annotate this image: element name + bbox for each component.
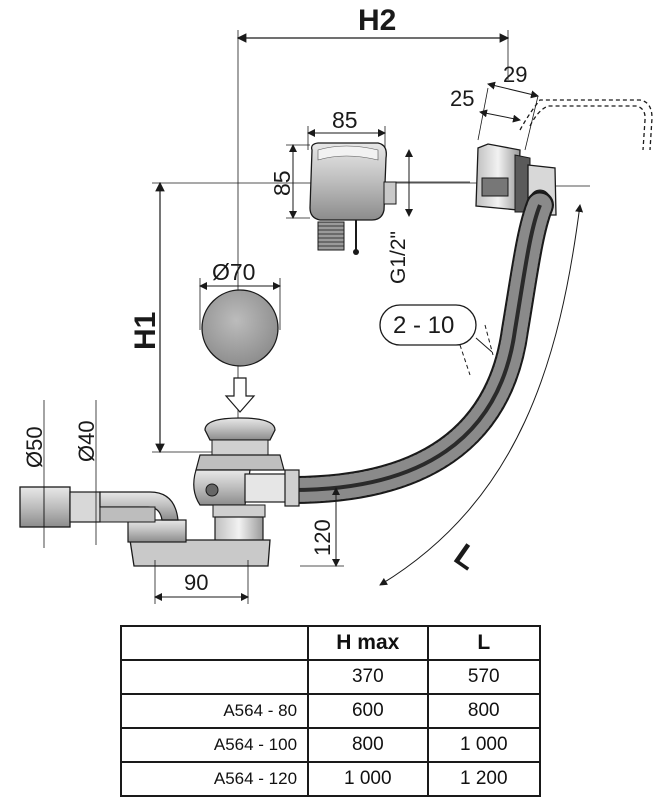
height-85-label: 85 [269, 170, 295, 196]
h2-label: H2 [358, 4, 396, 37]
table-header-l: L [426, 625, 542, 661]
clamp-range: 2 - 10 [379, 304, 494, 376]
l-label: L [448, 536, 485, 577]
table-cell-hmax: 370 [307, 659, 429, 695]
waste-fitting [127, 417, 300, 567]
table-header-hmax: H max [307, 625, 429, 661]
table-cell-model: A564 - 100 [119, 727, 310, 763]
table-row: A564 - 120 1 000 1 200 [119, 761, 542, 797]
width-85-label: 85 [332, 107, 358, 133]
table-row: 370 570 [119, 659, 542, 695]
table-row: A564 - 80 600 800 [119, 693, 542, 729]
table-cell-l: 1 000 [426, 727, 542, 763]
table-header-row: H max L [119, 625, 542, 661]
dim-29-label: 29 [503, 62, 527, 87]
thread-dimension: G1/2" [387, 149, 470, 284]
flange-dimensions: 29 25 [450, 62, 539, 151]
table-row: A564 - 100 800 1 000 [119, 727, 542, 763]
width-90-dimension: 90 [154, 560, 249, 604]
dia50-label: Ø50 [22, 426, 47, 468]
table-cell-l: 570 [426, 659, 542, 695]
plug-disc [201, 289, 279, 367]
table-cell-hmax: 1 000 [307, 761, 429, 797]
table-header-model [119, 625, 310, 661]
table-cell-l: 1 200 [426, 761, 542, 797]
table-cell-model [119, 659, 310, 695]
down-arrow [224, 377, 256, 413]
h1-label: H1 [129, 312, 162, 350]
table-cell-model: A564 - 120 [119, 761, 310, 797]
specification-table: H max L 370 570 A564 - 80 600 800 A564 -… [119, 625, 542, 797]
overflow-flange [475, 99, 653, 216]
dim-25-label: 25 [450, 86, 474, 111]
h2-dimension: H2 [236, 4, 510, 455]
dia40-label: Ø40 [74, 420, 99, 462]
table-cell-hmax: 600 [307, 693, 429, 729]
plug-dimension: Ø70 [199, 259, 281, 330]
height-120-dimension: 120 [300, 487, 344, 567]
dia70-label: Ø70 [212, 259, 255, 285]
dim-90-label: 90 [184, 570, 208, 595]
dim-120-label: 120 [310, 519, 335, 556]
outlet-pipe [19, 486, 179, 528]
range-label: 2 - 10 [393, 312, 454, 339]
table-cell-model: A564 - 80 [119, 693, 310, 729]
thread-label: G1/2" [387, 231, 410, 284]
table-cell-l: 800 [426, 693, 542, 729]
overflow-body-dimensions: 85 85 [269, 107, 386, 219]
outlet-diameters: Ø50 Ø40 [22, 400, 99, 548]
bath-drain-diagram: H2 H1 85 85 G1/2" [19, 4, 653, 604]
table-cell-hmax: 800 [307, 727, 429, 763]
overflow-valve-body [309, 142, 397, 255]
